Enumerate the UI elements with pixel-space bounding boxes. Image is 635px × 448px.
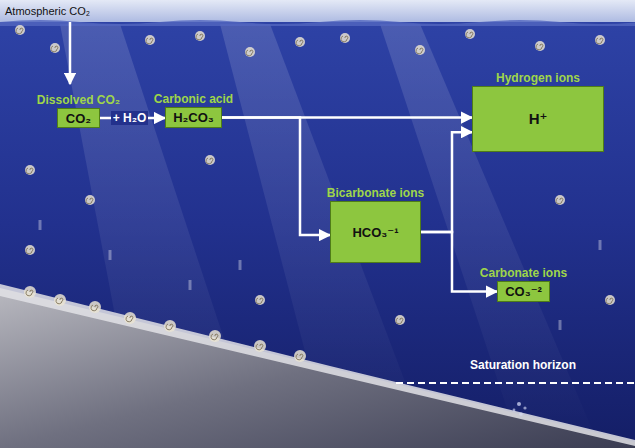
falling-shell-trail xyxy=(189,280,192,290)
shell xyxy=(15,25,25,35)
shell xyxy=(295,37,305,47)
shell xyxy=(555,195,565,205)
falling-shell-trail xyxy=(109,250,112,260)
shell xyxy=(124,312,136,324)
falling-shell-trail xyxy=(39,220,42,230)
shell xyxy=(164,320,176,332)
shell xyxy=(209,330,221,342)
shell xyxy=(294,350,306,362)
shell xyxy=(25,165,35,175)
shell xyxy=(89,301,101,313)
species-name: Carbonic acid xyxy=(154,92,233,106)
absorption-arrow xyxy=(69,22,72,84)
shell xyxy=(535,41,545,51)
reaction-arrow xyxy=(222,118,330,236)
reaction-arrow xyxy=(421,132,472,232)
species-name: Carbonate ions xyxy=(480,266,567,280)
reaction-arrow xyxy=(421,232,497,292)
reactant-label: + H₂O xyxy=(111,111,149,125)
shell xyxy=(50,43,60,53)
shell xyxy=(255,295,265,305)
shell xyxy=(415,45,425,55)
sea-surface xyxy=(0,20,635,26)
shell xyxy=(195,31,205,41)
shell xyxy=(340,33,350,43)
chemical-box: Carbonic acidH₂CO₃ xyxy=(165,107,222,128)
species-name: Hydrogen ions xyxy=(496,71,580,85)
sky-band xyxy=(0,0,635,22)
chemical-formula: H₂CO₃ xyxy=(173,110,214,125)
shell xyxy=(145,35,155,45)
chemical-box: Hydrogen ionsH⁺ xyxy=(472,86,604,152)
chemical-box: Carbonate ionsCO₃⁻² xyxy=(497,281,550,302)
shell xyxy=(25,245,35,255)
falling-shell-trail xyxy=(239,260,242,270)
species-name: Bicarbonate ions xyxy=(327,186,424,200)
shell xyxy=(205,155,215,165)
shell xyxy=(24,286,36,298)
chemical-formula: H⁺ xyxy=(529,110,548,128)
chemical-formula: CO₃⁻² xyxy=(505,284,542,299)
chemical-formula: HCO₃⁻¹ xyxy=(352,225,398,240)
species-name: Dissolved CO₂ xyxy=(37,93,120,107)
atmosphere-label: Atmospheric CO₂ xyxy=(5,5,90,17)
chemical-box: Bicarbonate ionsHCO₃⁻¹ xyxy=(330,201,421,263)
falling-shell-trail xyxy=(559,320,562,330)
chemical-box: Dissolved CO₂CO₂ xyxy=(57,108,100,128)
saturation-line xyxy=(396,382,635,384)
shell xyxy=(54,294,66,306)
horizon-label: Saturation horizon xyxy=(470,358,576,372)
chemical-formula: CO₂ xyxy=(66,111,91,126)
shells xyxy=(15,25,615,362)
dissolving-shell xyxy=(513,402,527,416)
shell xyxy=(595,35,605,45)
falling-shell-trail xyxy=(599,240,602,250)
shell xyxy=(245,47,255,57)
shell xyxy=(254,340,266,352)
shell xyxy=(465,29,475,39)
shell xyxy=(85,195,95,205)
shell xyxy=(395,315,405,325)
shell xyxy=(605,295,615,305)
sediment-surface xyxy=(0,284,635,446)
